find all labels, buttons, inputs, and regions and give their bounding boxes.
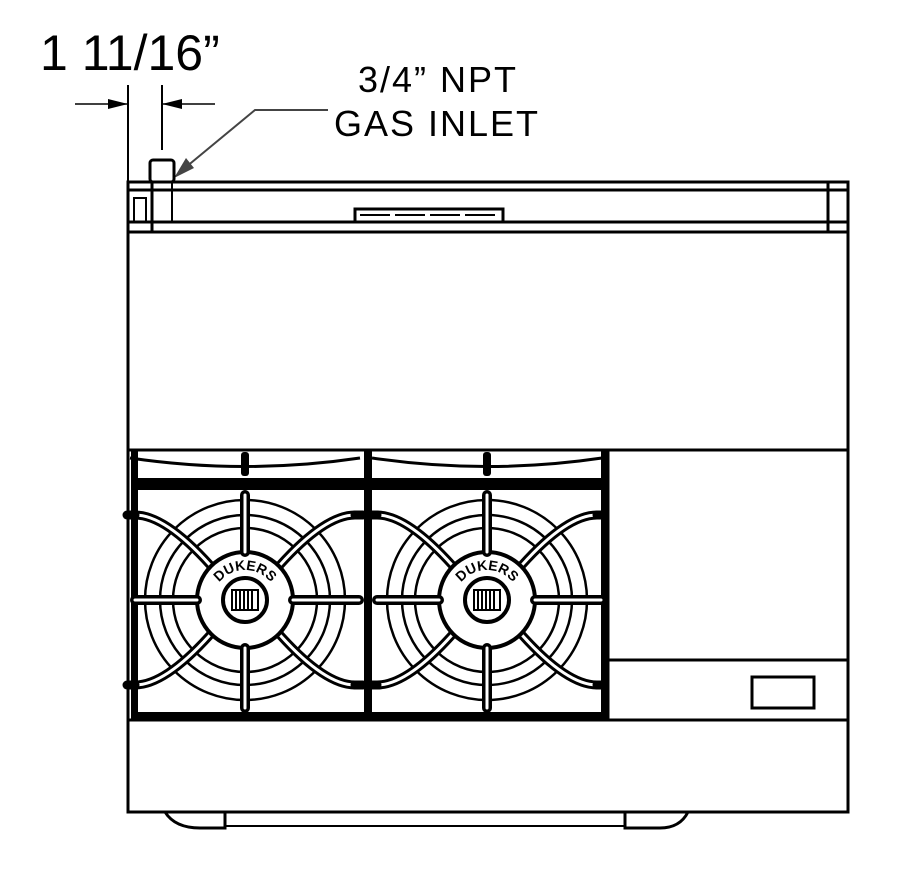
gas-inlet-fitting bbox=[148, 158, 176, 184]
dimension-annotation: 1 11/16” bbox=[40, 25, 220, 182]
callout-line1: 3/4” NPT bbox=[358, 59, 518, 100]
gas-inlet-callout: 3/4” NPT GAS INLET bbox=[174, 59, 540, 178]
top-rail bbox=[126, 180, 850, 234]
feet bbox=[163, 811, 690, 830]
control-knob-plate bbox=[750, 675, 816, 710]
callout-line2: GAS INLET bbox=[334, 103, 540, 144]
burner-2: DUKERS bbox=[364, 452, 610, 713]
burner-1: DUKERS bbox=[122, 452, 368, 713]
grate-bar bbox=[131, 450, 138, 720]
grate-bar bbox=[601, 450, 608, 720]
dimension-text: 1 11/16” bbox=[40, 25, 220, 81]
grate-divider bbox=[364, 450, 372, 720]
